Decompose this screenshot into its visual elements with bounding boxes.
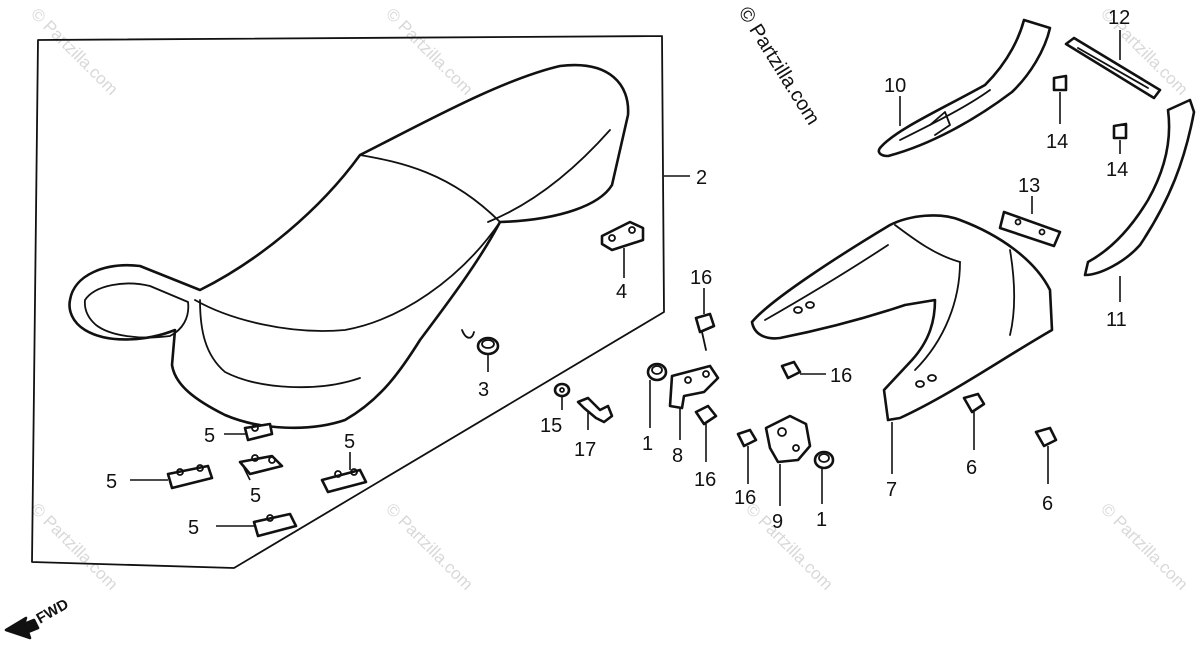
collar-1-right [813, 450, 835, 470]
callout-14: 14 [1106, 159, 1128, 181]
callout-13: 13 [1018, 175, 1040, 197]
watermark-faint: © Partzilla.com [382, 4, 476, 98]
seat-assembly [68, 63, 630, 430]
washer-15 [553, 382, 571, 398]
bolt-16-right [780, 360, 802, 380]
callout-15: 15 [540, 415, 562, 437]
callout-16: 16 [830, 365, 852, 387]
seat-hook [461, 329, 475, 339]
callout-5: 5 [250, 485, 261, 507]
watermark-faint: © Partzilla.com [382, 499, 476, 593]
seat-bracket-9 [764, 414, 812, 464]
bolt-16-lower [736, 428, 758, 448]
assembly-outline-box [31, 35, 665, 569]
rear-cowl-7 [750, 214, 1054, 422]
fastener-14-left [1052, 74, 1068, 92]
leader-lines [130, 30, 1121, 527]
seat-bracket-8 [668, 364, 720, 410]
callout-4: 4 [616, 281, 627, 303]
seat-bracket-4 [600, 220, 645, 252]
callout-16: 16 [734, 487, 756, 509]
fwd-label: FWD [34, 596, 72, 628]
plate-13 [998, 210, 1062, 248]
callout-14: 14 [1046, 131, 1068, 153]
callout-1: 1 [642, 433, 653, 455]
callout-16: 16 [690, 267, 712, 289]
watermark-main: © Partzilla.com [734, 3, 824, 129]
fastener-14-right [1112, 122, 1128, 140]
callout-1: 1 [816, 509, 827, 531]
callout-5: 5 [344, 431, 355, 453]
bolt-16-mid [694, 404, 718, 426]
watermark-faint: © Partzilla.com [27, 499, 121, 593]
cowl-cushion-6-lower [1034, 426, 1058, 448]
callout-7: 7 [886, 479, 897, 501]
forward-direction-indicator: FWD [4, 596, 72, 640]
rubber-cushion-3 [476, 336, 500, 356]
cowl-cushion-6-upper [962, 392, 986, 414]
callout-6: 6 [966, 457, 977, 479]
callout-2: 2 [696, 167, 707, 189]
collar-1-left [646, 362, 668, 382]
callout-16: 16 [694, 469, 716, 491]
strip-12 [1064, 36, 1162, 100]
callout-6: 6 [1042, 493, 1053, 515]
callout-8: 8 [672, 445, 683, 467]
side-rail-11 [1083, 98, 1196, 277]
bolt-16-upper [694, 312, 716, 351]
grab-rail-10 [877, 18, 1052, 158]
callout-10: 10 [884, 75, 906, 97]
callout-12: 12 [1108, 7, 1130, 29]
seat-stopper-plates-5 [166, 422, 368, 538]
bolt-17 [576, 396, 614, 424]
callout-5: 5 [204, 425, 215, 447]
callout-5: 5 [106, 471, 117, 493]
callout-3: 3 [478, 379, 489, 401]
watermark-faint: © Partzilla.com [27, 4, 121, 98]
callout-9: 9 [772, 511, 783, 533]
callout-numbers: 2 4 3 5 5 5 5 5 15 17 1 8 16 16 16 16 9 … [106, 7, 1130, 539]
callout-5: 5 [188, 517, 199, 539]
callout-17: 17 [574, 439, 596, 461]
callout-11: 11 [1106, 309, 1127, 331]
watermark-faint: © Partzilla.com [1097, 499, 1191, 593]
